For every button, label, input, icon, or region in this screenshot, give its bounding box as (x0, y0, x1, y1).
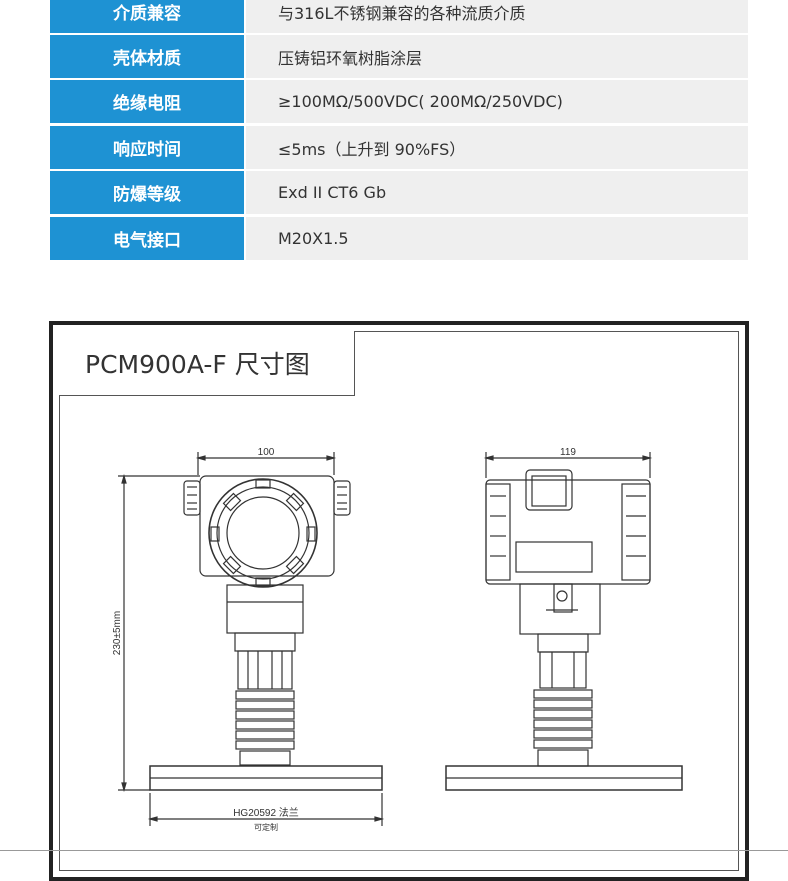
spec-row: 电气接口 M20X1.5 (50, 217, 748, 260)
flange-sub-label: 可定制 (254, 822, 278, 832)
spec-row: 壳体材质 压铸铝环氧树脂涂层 (50, 35, 748, 78)
spec-key: 响应时间 (50, 126, 244, 169)
bottom-divider (0, 850, 788, 851)
dimension-drawing: 100 230±5mm HG20592 法兰 可定制 (112, 447, 683, 832)
dimension-title: PCM900A-F 尺寸图 (59, 331, 355, 396)
front-view-drawing (118, 452, 385, 826)
spec-key: 壳体材质 (50, 35, 244, 78)
spec-value: 与316L不锈钢兼容的各种流质介质 (246, 0, 748, 33)
spec-key: 介质兼容 (50, 0, 244, 33)
spec-key: 防爆等级 (50, 171, 244, 214)
spec-row: 响应时间 ≤5ms（上升到 90%FS） (50, 126, 748, 169)
spec-row: 防爆等级 Exd II CT6 Gb (50, 171, 748, 214)
spec-value: M20X1.5 (246, 217, 748, 260)
front-width-label: 100 (258, 447, 275, 458)
flange-label: HG20592 法兰 (233, 806, 299, 819)
spec-value: ≥100MΩ/500VDC( 200MΩ/250VDC) (246, 80, 748, 123)
height-label: 230±5mm (112, 611, 123, 655)
spec-value: Exd II CT6 Gb (246, 171, 748, 214)
spec-key: 绝缘电阻 (50, 80, 244, 123)
spec-value: ≤5ms（上升到 90%FS） (246, 126, 748, 169)
spec-value: 压铸铝环氧树脂涂层 (246, 35, 748, 78)
side-width-label: 119 (560, 447, 576, 458)
spec-row: 绝缘电阻 ≥100MΩ/500VDC( 200MΩ/250VDC) (50, 80, 748, 123)
side-view-drawing (445, 452, 683, 791)
spec-key: 电气接口 (50, 217, 244, 260)
spec-row: 介质兼容 与316L不锈钢兼容的各种流质介质 (50, 0, 748, 33)
